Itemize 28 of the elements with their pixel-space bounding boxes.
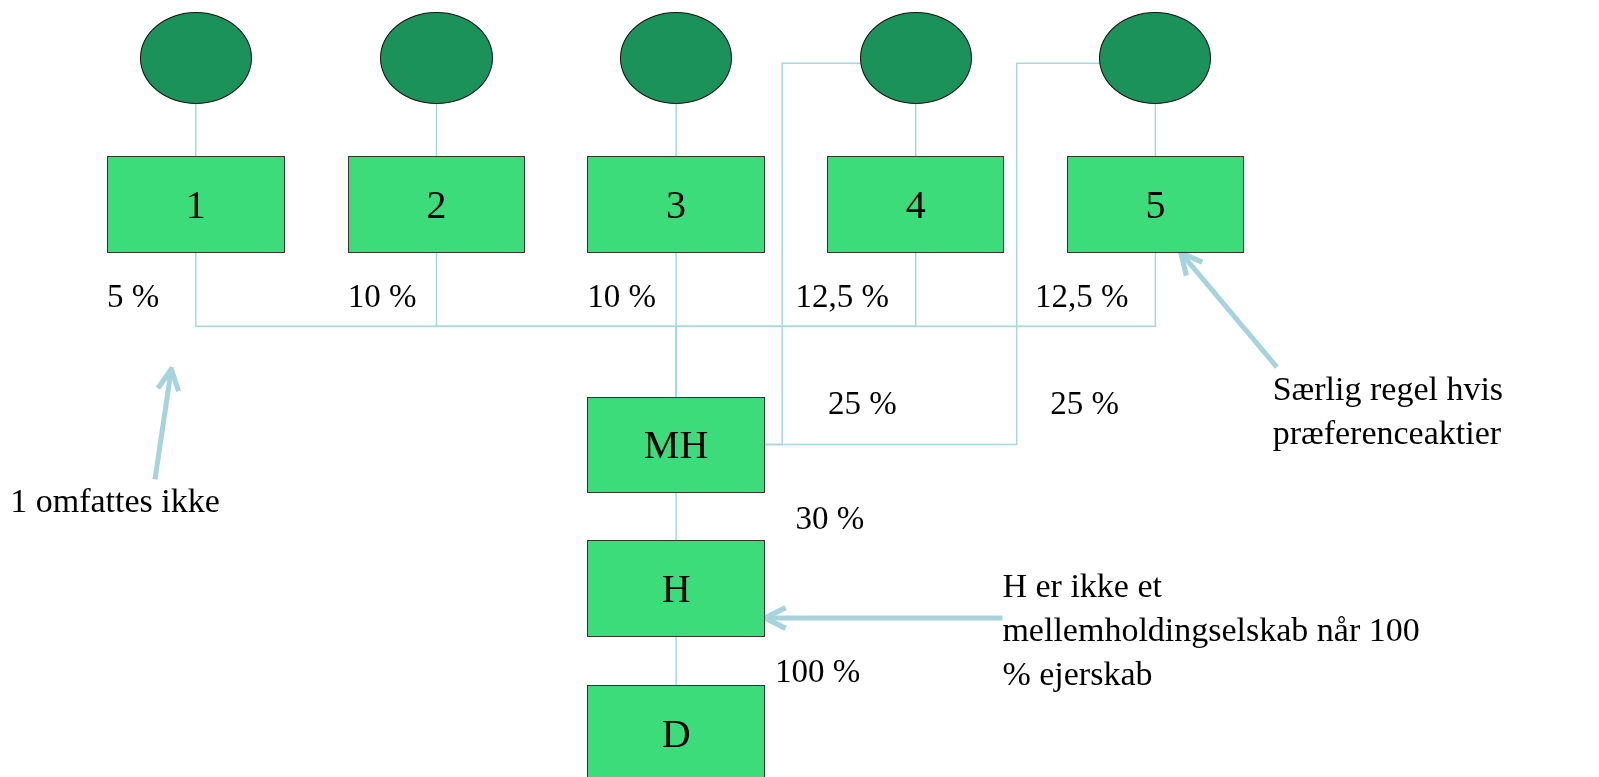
ownership-line	[435, 103, 438, 157]
ownership-line	[675, 103, 677, 157]
company-box	[587, 396, 765, 493]
note-text: 1 omfattes ikke	[10, 479, 317, 527]
company-box	[587, 156, 765, 253]
company-box	[587, 685, 765, 777]
note-text: Særlig regel hvis præferenceaktier	[1272, 367, 1597, 464]
company-box	[1066, 156, 1245, 253]
ownership-line	[764, 62, 1101, 446]
note-text: H er ikke et mellemholdingselskab når 100 % ejerskab	[1002, 563, 1429, 707]
ownership-line	[675, 491, 677, 542]
company-name: 5	[1145, 180, 1166, 228]
company-name: H	[661, 565, 691, 613]
ownership-line	[675, 636, 677, 687]
pointer-arrow	[152, 366, 182, 480]
company-box	[827, 156, 1005, 253]
ownership-line	[195, 103, 197, 157]
ownership-line	[1154, 103, 1157, 157]
company-box	[587, 540, 765, 638]
ownership-line	[915, 103, 917, 157]
company-name: 1	[185, 180, 206, 228]
company-box	[347, 156, 526, 253]
company-name: D	[661, 710, 691, 758]
company-name: 3	[666, 180, 687, 228]
company-name: MH	[643, 421, 709, 469]
company-name: 4	[905, 180, 926, 228]
company-box	[107, 156, 285, 253]
company-name: 2	[426, 180, 447, 228]
